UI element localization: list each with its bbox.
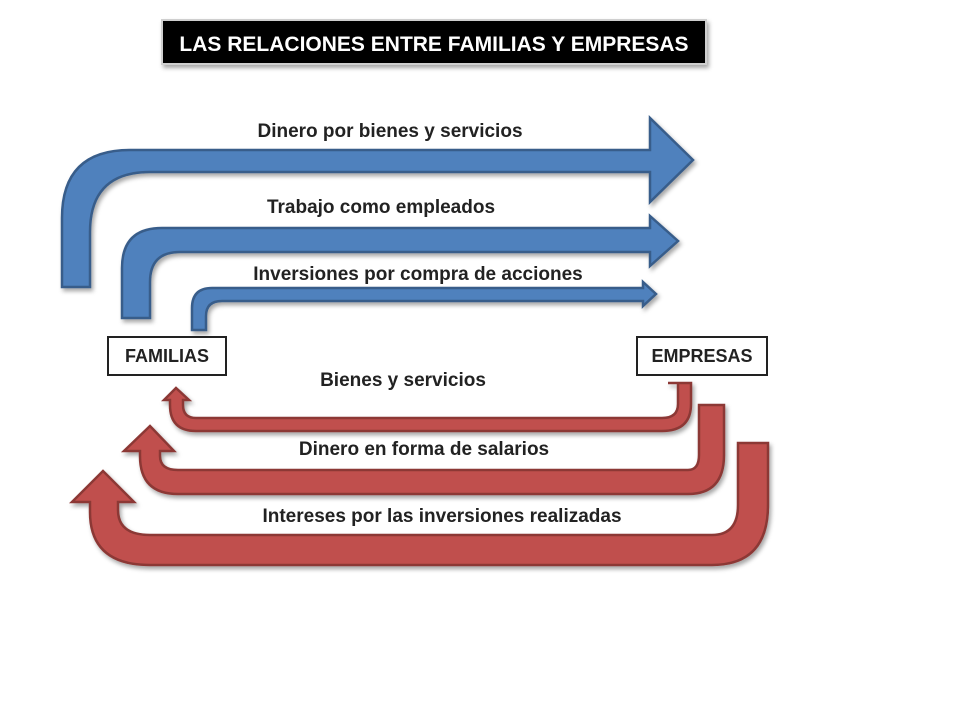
arrow-salarios	[120, 403, 726, 496]
node-empresas: EMPRESAS	[636, 336, 768, 376]
label-dinero-por-bienes: Dinero por bienes y servicios	[257, 121, 522, 142]
node-familias: FAMILIAS	[107, 336, 227, 376]
label-inversiones: Inversiones por compra de acciones	[253, 264, 582, 285]
label-trabajo: Trabajo como empleados	[267, 197, 495, 218]
familias-label: FAMILIAS	[125, 346, 209, 366]
arrow-bienes-y-servicios	[160, 381, 693, 433]
empresas-label: EMPRESAS	[651, 346, 752, 366]
arrow-inversiones	[190, 279, 658, 332]
label-intereses: Intereses por las inversiones realizadas	[262, 506, 621, 527]
arrow-dinero-por-bienes	[60, 115, 695, 289]
title-background	[161, 19, 707, 65]
label-salarios: Dinero en forma de salarios	[299, 439, 549, 460]
familias-box	[107, 336, 227, 376]
label-bienes-y-servicios: Bienes y servicios	[320, 370, 486, 391]
arrow-intereses	[68, 441, 770, 567]
title-banner: LAS RELACIONES ENTRE FAMILIAS Y EMPRESAS	[161, 19, 707, 65]
empresas-box	[636, 336, 768, 376]
diagram-title: LAS RELACIONES ENTRE FAMILIAS Y EMPRESAS	[179, 33, 688, 56]
arrow-trabajo	[120, 213, 680, 320]
